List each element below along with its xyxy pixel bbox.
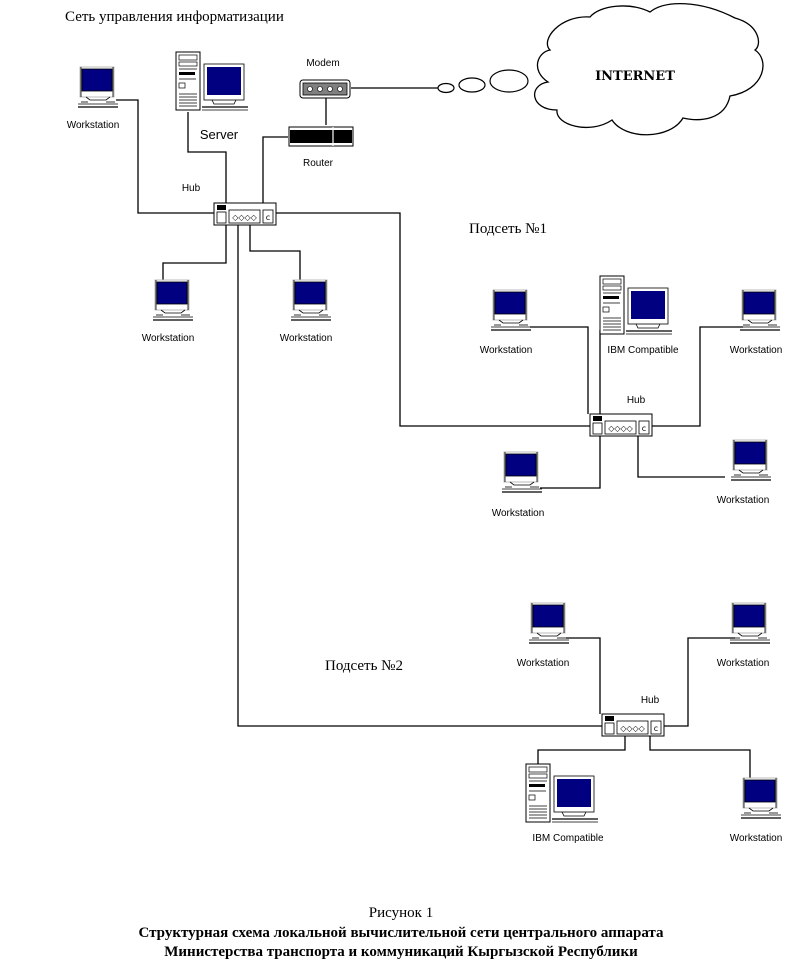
workstation-icon (152, 279, 194, 321)
subnet1-ws-top-left-label: Workstation (480, 345, 533, 356)
subnet2-hub-label: Hub (641, 695, 660, 706)
subnet2-ws-bottom-right-label: Workstation (730, 833, 783, 844)
workstation-right-label: Workstation (280, 333, 333, 344)
cloud-bubble-large (489, 69, 529, 93)
workstation-icon (290, 279, 332, 321)
server-icon (175, 51, 249, 111)
internet-label: INTERNET (595, 69, 675, 84)
subnet1-ibm-label: IBM Compatible (607, 345, 679, 356)
workstation-icon (490, 289, 532, 331)
subnet1-ws-bottom-right-label: Workstation (717, 495, 770, 506)
workstation-icon (740, 777, 782, 819)
subnet2-ws-top-left-label: Workstation (517, 658, 570, 669)
ibm-compatible-icon (599, 275, 673, 335)
ibm-compatible-icon (525, 763, 599, 823)
main-hub-label: Hub (182, 183, 201, 194)
wires (116, 87, 751, 780)
subnet1-title: Подсеть №1 (469, 221, 547, 237)
subnet1-ws-top-right-label: Workstation (730, 345, 783, 356)
subnet2-hub-icon (601, 713, 665, 737)
router (288, 126, 354, 147)
caption-line-2: Министерства транспорта и коммуникаций К… (164, 944, 638, 960)
workstation-icon (729, 602, 771, 644)
subnet2-ws-top-right-label: Workstation (717, 658, 770, 669)
network-title: Сеть управления информатизации (65, 9, 284, 25)
workstation-icon (528, 602, 570, 644)
workstation-top-label: Workstation (67, 120, 120, 131)
subnet1-ws-bottom-left-label: Workstation (492, 508, 545, 519)
cloud-bubble-medium (458, 77, 486, 93)
workstation-icon (730, 439, 772, 481)
workstation-icon (739, 289, 781, 331)
server-label: Server (200, 127, 239, 142)
subnet1-hub-icon (589, 413, 653, 437)
internet-cloud: INTERNET (437, 3, 764, 136)
router-label: Router (303, 158, 334, 169)
workstation-left-label: Workstation (142, 333, 195, 344)
subnet1-hub-label: Hub (627, 395, 646, 406)
modem-label: Modem (306, 58, 339, 69)
workstation-icon (501, 451, 543, 493)
subnet2-ibm-label: IBM Compatible (532, 833, 604, 844)
main-hub-icon (213, 202, 277, 226)
workstation-icon (77, 66, 119, 108)
figure-number: Рисунок 1 (368, 905, 434, 921)
cloud-bubble-small (437, 82, 455, 94)
modem (299, 79, 351, 99)
subnet2-title: Подсеть №2 (325, 658, 403, 674)
caption-line-1: Структурная схема локальной вычислительн… (138, 925, 664, 941)
